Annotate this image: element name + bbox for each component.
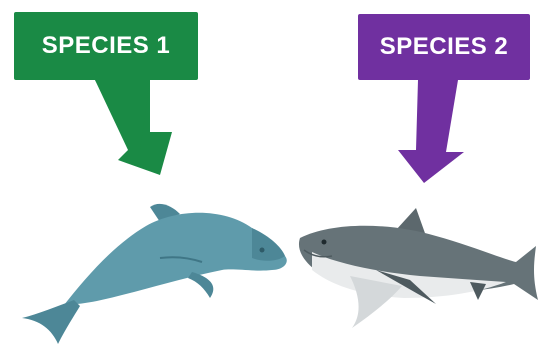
species-2-label: SPECIES 2 [358, 14, 530, 80]
species-1-label: SPECIES 1 [14, 12, 198, 80]
dolphin-icon [22, 203, 287, 344]
species-1-arrow [95, 80, 172, 175]
shark-icon [298, 208, 538, 328]
species-1-text: SPECIES 1 [41, 32, 171, 59]
species-2-text: SPECIES 2 [379, 33, 509, 60]
species-2-arrow [398, 80, 464, 183]
